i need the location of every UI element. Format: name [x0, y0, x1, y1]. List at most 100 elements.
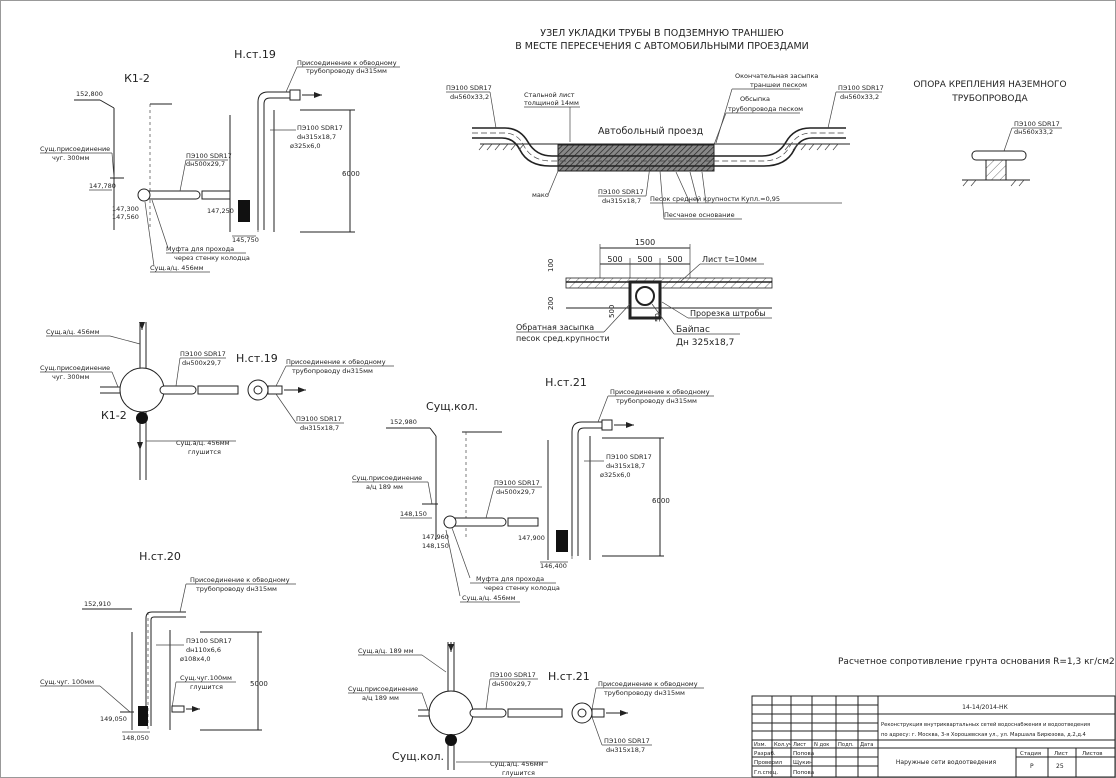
stamp-h-kol: Кол.уч [774, 742, 792, 748]
dim-500-b: 500 [637, 255, 652, 264]
dim-6000-b: 6000 [652, 497, 670, 505]
mark-152-800: 152,800 [76, 90, 103, 98]
label-sushconn-2: Сущ.присоединение [40, 364, 110, 372]
label-back: Обратная засыпка [516, 323, 594, 332]
mark-147-960: 147,960 [422, 533, 449, 541]
label-d110: dн110x6,6 [186, 646, 221, 654]
label-d560-road-r: dн560x33,2 [840, 93, 879, 101]
label-ac189-3: а/ц 189 мм [362, 694, 399, 702]
section-k12-nst19: 152,800 Сущ.присоединение чуг. 300мм 147… [40, 59, 400, 273]
dim-6000-a: 6000 [342, 170, 360, 178]
label-pe100-road-c: ПЭ100 SDR17 [598, 188, 644, 196]
label-base: Песчаное основание [664, 211, 735, 219]
label-connect2-4: трубопроводу dн315мм [196, 585, 277, 593]
label-d500-2: dн500x29,7 [182, 359, 221, 367]
label-d500-3: dн500x29,7 [496, 488, 535, 496]
label-steel2: толщиной 14мм [524, 99, 579, 107]
label-glush-2: глушится [190, 683, 223, 691]
label-pe100-7: ПЭ100 SDR17 [186, 637, 232, 645]
stamp-r3: Гл.спец. [754, 770, 778, 776]
stamp-list-h: Лист [1054, 751, 1069, 757]
label-final: Окончательная засыпка [735, 72, 818, 80]
label-pe100-1: ПЭ100 SDR17 [186, 152, 232, 160]
label-pe100-5: ПЭ100 SDR17 [494, 479, 540, 487]
label-prorez: Прорезка штробы [690, 309, 766, 318]
label-connect-3: Присоединение к обводному [610, 388, 710, 396]
label-pe100-9: ПЭ100 SDR17 [604, 737, 650, 745]
mark-148-050: 148,050 [122, 734, 149, 742]
station-sushkol: Сущ.кол. [426, 400, 478, 413]
mark-145-750: 145,750 [232, 236, 259, 244]
label-bypass2: Дн 325x18,7 [676, 338, 734, 348]
title-block: 14-14/2014-НК Реконструкция внутрикварта… [751, 695, 1116, 778]
mark-147-560: 147,560 [112, 213, 139, 221]
mark-147-300: 147,300 [112, 205, 139, 213]
label-d315-road: dн315x18,7 [602, 197, 641, 205]
station-nst19-plan: Н.ст.19 [236, 352, 278, 365]
dim-100: 100 [547, 259, 555, 272]
mark-149-050: 149,050 [100, 715, 127, 723]
label-glush-1: глушится [188, 448, 221, 456]
label-chug300-1: чуг. 300мм [52, 154, 90, 162]
label-sushconn-3: Сущ.присоединение [352, 474, 422, 482]
stamp-desc1: Реконструкция внутриквартальных сетей во… [881, 721, 1090, 728]
label-mufta2-1: через стенку колодца [174, 254, 250, 262]
stamp-r1n: Попова [793, 751, 814, 757]
label-mufta2-2: через стенку колодца [484, 584, 560, 592]
road-label: Автобольный проезд [598, 126, 704, 137]
label-obsypka2: трубопровода песком [728, 105, 803, 113]
label-steel: Стальной лист [524, 91, 575, 99]
stamp-h-doc: N док [814, 742, 829, 748]
label-d108: ø108x4,0 [180, 655, 211, 663]
mark-147-250: 147,250 [207, 207, 234, 215]
label-connect2-2: трубопроводу dн315мм [292, 367, 373, 375]
support-title: ОПОРА КРЕПЛЕНИЯ НАЗЕМНОГО [913, 80, 1066, 90]
pump-2 [556, 530, 568, 552]
label-pe100-2: ПЭ100 SDR17 [297, 124, 343, 132]
section-bypass-detail: 1500 500 500 500 Лист t=10мм 100 200 500… [516, 238, 773, 348]
dim-500-c: 500 [667, 255, 682, 264]
station-nst20: Н.ст.20 [139, 550, 181, 563]
dim-200: 200 [547, 297, 555, 310]
label-ac456-4: Сущ.а/ц. 456мм [462, 594, 516, 602]
section-support: ОПОРА КРЕПЛЕНИЯ НАЗЕМНОГО ТРУБОПРОВОДА П… [913, 80, 1067, 187]
label-final2: траншеи песком [750, 81, 807, 89]
label-sushconn-4: Сущ.присоединение [348, 685, 418, 693]
pump-1 [238, 200, 250, 222]
main-title-line2: В МЕСТЕ ПЕРЕСЕЧЕНИЯ С АВТОМОБИЛЬНЫМИ ПРО… [515, 41, 809, 52]
stamp-h-list: Лист [793, 742, 806, 748]
support-title2: ТРУБОПРОВОДА [951, 94, 1028, 104]
label-mufta-1: Муфта для прохода [166, 245, 234, 253]
label-d560-support: dн560x33,2 [1014, 128, 1053, 136]
mark-148-150: 148,150 [400, 510, 427, 518]
label-d315-2: dн315x18,7 [300, 424, 339, 432]
resistance-note: Расчетное сопротивление грунта основания… [838, 657, 1115, 667]
label-mako: мако [532, 191, 549, 199]
mark-147-780: 147,780 [89, 182, 116, 190]
stamp-stage-h: Стадия [1020, 751, 1041, 757]
station-k12-top: К1-2 [124, 72, 150, 85]
stamp-lists-h: Листов [1082, 751, 1103, 757]
section-road-crossing: Стальной лист толщиной 14мм Окончательна… [446, 72, 884, 220]
stamp-list: 25 [1056, 763, 1064, 770]
section-plan-sushkol: Н.ст.21 Сущ.кол. Сущ.а/ц. 189 мм Сущ.при… [348, 642, 704, 777]
label-pe100-8: ПЭ100 SDR17 [490, 671, 536, 679]
dim-500-a: 500 [607, 255, 622, 264]
stamp-h-podp: Подп. [838, 742, 854, 748]
mark-152-910: 152,910 [84, 600, 111, 608]
dim-5000: 5000 [250, 680, 268, 688]
section-sushkol-nst21: Сущ.кол. Н.ст.21 152,980 Сущ.присоединен… [352, 376, 714, 603]
label-pe100-road-l: ПЭ100 SDR17 [446, 84, 492, 92]
station-nst21-plan: Н.ст.21 [548, 670, 590, 683]
station-k12-plan: К1-2 [101, 409, 127, 422]
label-ac456-5: Сущ.а/ц. 456мм [490, 760, 544, 768]
label-chug100: Сущ.чуг. 100мм [40, 678, 94, 686]
stamp-r2n: Щукин [793, 760, 813, 766]
label-ac456-2: Сущ.а/ц. 456мм [46, 328, 100, 336]
section-plan-k12: К1-2 Н.ст.19 Сущ.а/ц. 456мм Сущ.присоеди… [40, 322, 394, 480]
label-sushconn-1: Сущ.присоединение [40, 145, 110, 153]
label-sand: Песок средней крупности Купл.=0,95 [650, 195, 780, 203]
label-connect2-3: трубопроводу dн315мм [616, 397, 697, 405]
label-d315-4: dн315x18,7 [606, 746, 645, 754]
label-d500-4: dн500x29,7 [492, 680, 531, 688]
